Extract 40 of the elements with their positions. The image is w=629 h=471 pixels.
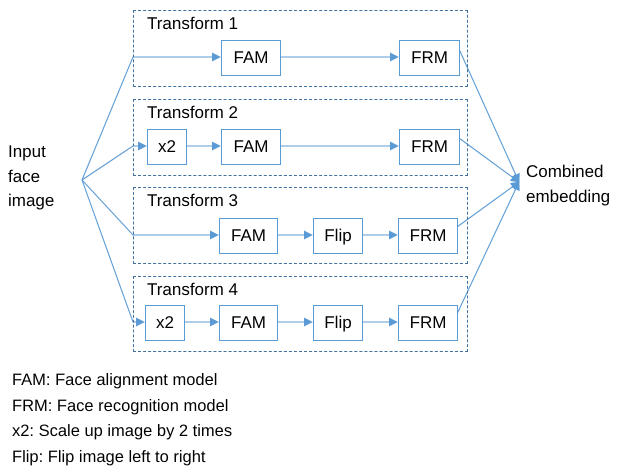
process-box: FRM [398,218,458,254]
transform-group [133,10,468,87]
arrow [458,138,520,183]
process-box: Flip [313,218,363,254]
arrow [280,142,399,150]
group-title: Transform 1 [147,13,238,35]
group-title: Transform 3 [147,190,238,212]
note-text: Flip: Flip image left to right [12,446,206,468]
transform-group [133,187,468,264]
process-box: x2 [145,305,185,341]
process-box: FAM [219,305,278,341]
arrow [456,181,520,228]
arrow [82,180,219,240]
arrow [82,142,147,180]
arrow [362,230,398,240]
arrow [82,52,221,180]
process-box: Flip [313,305,363,341]
process-box: FAM [219,218,278,254]
note-text: FRM: Face recognition model [12,396,230,416]
arrow [277,230,313,240]
process-box: FRM [399,40,460,76]
text-label: Combined embedding [526,160,629,210]
process-box: FRM [399,129,460,165]
text-label: Input face image [8,140,80,214]
arrow [186,142,221,150]
process-box: FAM [221,129,281,165]
note-text: x2: Scale up image by 2 times [12,421,232,442]
process-box: x2 [147,129,187,165]
arrow [81,180,145,326]
group-title: Transform 2 [147,102,238,124]
note-text: FAM: Face alignment model [12,370,218,391]
arrow [184,318,219,326]
arrow [362,318,398,326]
transform-group [133,276,468,352]
process-box: FRM [398,305,458,341]
transform-group [133,99,468,176]
arrow [280,52,399,62]
arrow [277,318,313,326]
process-box: FAM [221,40,281,76]
group-title: Transform 4 [147,279,238,301]
